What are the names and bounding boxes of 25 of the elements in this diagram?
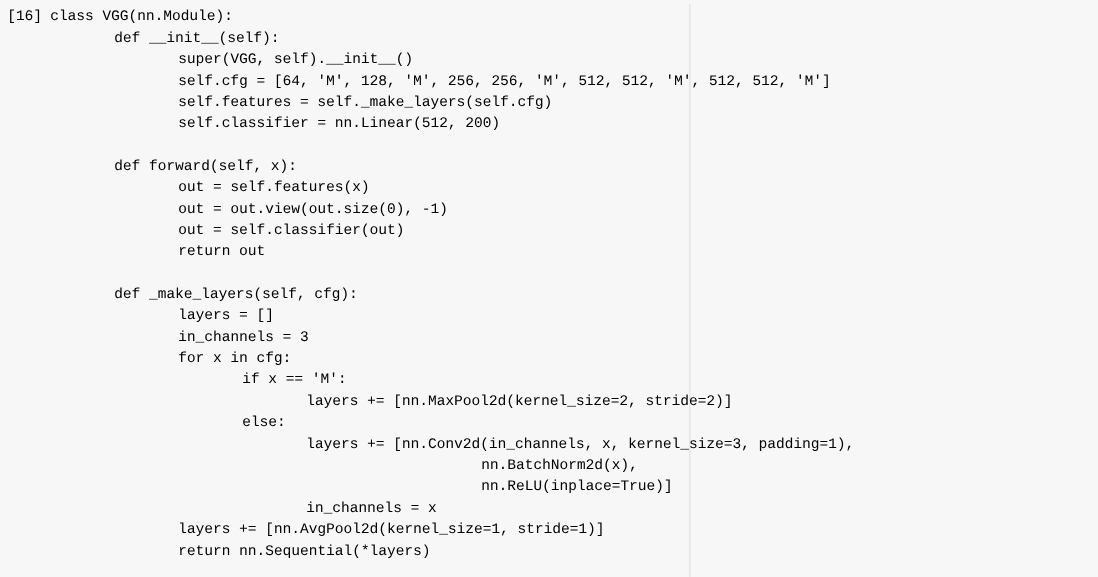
code-line: out = self.classifier(out) (179, 223, 402, 237)
code-line: out = self.features(x) (179, 180, 368, 194)
code-line: in_channels = x (307, 501, 437, 514)
code-line: out = out.view(out.size(0), -1) (179, 202, 446, 216)
code-line: self.classifier = nn.Linear(512, 200) (179, 116, 498, 130)
code-line: def __init__(self): (115, 31, 276, 45)
code-line: nn.ReLU(inplace=True)] (482, 479, 670, 493)
code-line: return out (179, 245, 264, 256)
code-line: layers += [nn.MaxPool2d(kernel_size=2, stride=2)] (308, 394, 730, 408)
code-line: def _make_layers(self, cfg): (115, 287, 355, 301)
code-line: in_channels = 3 (179, 330, 308, 343)
code-line: layers += [nn.AvgPool2d(kernel_size=1, stride=1)] (180, 522, 602, 536)
code-line: nn.BatchNorm2d(x), (482, 458, 634, 472)
code-line: def forward(self, x): (115, 159, 294, 173)
code-line: self.features = self._make_layers(self.cfg) (179, 95, 550, 109)
code-line: layers = [] (180, 308, 271, 322)
cell-number: [16] (10, 9, 40, 23)
code-line: class VGG(nn.Module): (51, 9, 230, 23)
code-line: if x == 'M': (243, 372, 344, 383)
code-line: layers += [nn.Conv2d(in_channels, x, kernel_size=3, padding=1), (308, 437, 851, 451)
code-line: for x in cfg: (179, 351, 288, 365)
code-line: return nn.Sequential(*layers) (179, 544, 429, 558)
code-line: super(VGG, self).__init__() (179, 52, 411, 66)
code-line: self.cfg = [64, 'M', 128, 'M', 256, 256, 'M', 512, 512, 'M', 512, 512, 'M'] (179, 74, 828, 88)
code-line: else: (243, 415, 283, 427)
